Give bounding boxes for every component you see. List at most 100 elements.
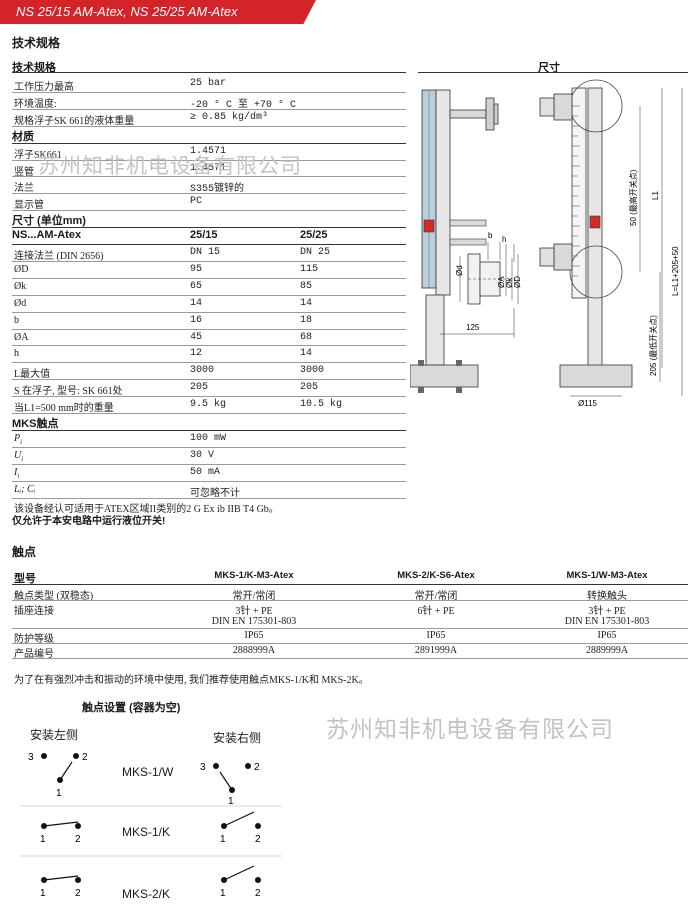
divider <box>12 311 406 313</box>
section-title: 技术规格 <box>12 36 61 50</box>
spec-label: h <box>14 348 19 360</box>
standpipe <box>435 89 451 296</box>
pin-2-left: 2 <box>82 752 88 763</box>
header-banner: NS 25/15 AM-Atex, NS 25/25 AM-Atex <box>0 0 316 24</box>
contacts-note: 为了在有强烈冲击和振动的环境中使用, 我们推荐使用触点MKS-1/K和 MKS-… <box>14 675 369 686</box>
switch-top <box>553 93 573 121</box>
spec-value-2: 205 <box>300 382 319 394</box>
pin-2-right: 2 <box>254 762 260 773</box>
spec-value: 45 <box>190 331 203 343</box>
size-col-model: NS...AM-Atex <box>12 229 82 242</box>
type-mks-1k: MKS-1/K <box>122 825 171 839</box>
label-L1: L1 <box>651 191 660 200</box>
mks-value: 50 mA <box>190 466 221 478</box>
pin-1-right: 1 <box>228 796 234 807</box>
spec-value: 3000 <box>190 365 215 377</box>
technical-drawing: b h Ød ØA Øk ØD 125 Ø115 <box>410 79 683 408</box>
spec-label: 浮子SK661 <box>14 149 62 161</box>
divider <box>418 72 688 73</box>
mks-value: 可忽略不计 <box>190 488 240 500</box>
contacts-cell: IP65 <box>244 630 264 641</box>
mks-symbol: Ii <box>14 467 19 480</box>
mks-symbol-sub: i <box>17 471 20 480</box>
spec-header: 技术规格 <box>12 62 56 74</box>
label-max-switch: 50 (最高开关点) <box>628 169 638 226</box>
spec-value: PC <box>190 196 203 208</box>
spec-value: ≥ 0.85 kg/dm³ <box>190 111 269 123</box>
mks-symbol-sub: i <box>20 437 23 446</box>
spec-value-2: 68 <box>300 331 313 343</box>
contacts-cell: DIN EN 175301-803 <box>564 616 650 627</box>
label-D: ØD <box>513 276 522 288</box>
divider <box>12 658 688 659</box>
right-mount-label: 安装右侧 <box>213 731 262 745</box>
contacts-col-model: 型号 <box>14 573 36 585</box>
contacts-cell: DIN EN 175301-803 <box>211 616 297 627</box>
mks-symbol-sub: i <box>21 454 24 463</box>
mks-value: 30 V <box>190 449 215 461</box>
pin-1-k-right: 1 <box>220 834 226 845</box>
spec-label: 连接法兰 (DIN 2656) <box>14 251 104 262</box>
spec-value-2: 10.5 kg <box>300 399 343 411</box>
contacts-cell: 2891999A <box>414 645 458 656</box>
label-A: ØA <box>497 276 506 288</box>
contacts-cell: 转换触头 <box>587 591 627 602</box>
mks-symbol: Ui <box>14 450 23 463</box>
contacts-cell: 3针 + PE <box>588 606 626 617</box>
float-marker <box>423 219 435 233</box>
spec-value-2: 85 <box>300 280 313 292</box>
spec-label: 法兰 <box>14 183 34 195</box>
spec-value: 65 <box>190 280 203 292</box>
contacts-col-2: MKS-2/K-S6-Atex <box>397 570 475 581</box>
spec-value: 1.4571 <box>190 145 227 157</box>
divider <box>12 628 688 629</box>
mks-1w-right <box>213 763 251 793</box>
divider <box>12 142 406 144</box>
label-h: h <box>502 235 506 244</box>
pin-2-2k-left: 2 <box>75 888 81 899</box>
spec-value: 1.4571 <box>190 162 227 174</box>
divider <box>12 244 406 245</box>
mks-symbol-main: I <box>14 466 18 478</box>
contacts-col-3: MKS-1/W-M3-Atex <box>566 570 648 581</box>
contacts-row-label: 插座连接 <box>14 606 54 617</box>
divider <box>12 396 406 398</box>
spec-label: 环境温度: <box>14 98 57 110</box>
mks-2k-right <box>221 865 261 883</box>
section-header: MKS触点 <box>12 418 59 430</box>
contacts-row-label: 产品编号 <box>14 649 54 660</box>
spec-value: 25 bar <box>190 78 227 89</box>
side-view: b h Ød ØA Øk ØD 125 <box>410 89 522 393</box>
banner-title: NS 25/15 AM-Atex, NS 25/25 AM-Atex <box>16 4 238 19</box>
atex-note: 该设备经认可适用于ATEX区域II类别的2 G Ex ib IIB T4 Gb。 <box>14 503 279 515</box>
contacts-cell: 2888999A <box>232 645 276 656</box>
mks-symbol-li-ci: Lᵢ; Cᵢ <box>14 483 36 495</box>
divider <box>12 108 406 110</box>
divider <box>12 260 406 262</box>
mks-symbol-main: U <box>14 449 22 461</box>
spec-value: 16 <box>190 314 203 326</box>
spec-value: 12 <box>190 348 203 360</box>
pin-3-right: 3 <box>200 762 206 773</box>
section-header: 材质 <box>12 130 34 143</box>
divider <box>12 584 688 585</box>
divider <box>12 345 406 347</box>
spec-value-2: 3000 <box>300 365 325 377</box>
spec-value: S355镀锌的 <box>190 184 245 196</box>
pin-2-2k-right: 2 <box>255 888 261 899</box>
pin-3-left: 3 <box>28 752 34 763</box>
type-mks-2k: MKS-2/K <box>122 887 171 901</box>
bottom-flange-front <box>559 364 633 388</box>
scale-plate <box>571 87 587 299</box>
bottom-flange <box>410 364 479 388</box>
spec-label: ØA <box>14 331 29 343</box>
divider <box>12 463 406 465</box>
contacts-cell: IP65 <box>597 630 617 641</box>
pin-1-2k-right: 1 <box>220 888 226 899</box>
contacts-row-label: 防护等级 <box>14 634 54 645</box>
mks-symbol: Pi <box>14 433 22 446</box>
mks-symbol-main: P <box>14 432 21 444</box>
spec-label: Ød <box>14 297 27 309</box>
label-d: Ød <box>455 265 464 276</box>
type-mks-1w: MKS-1/W <box>122 765 174 779</box>
